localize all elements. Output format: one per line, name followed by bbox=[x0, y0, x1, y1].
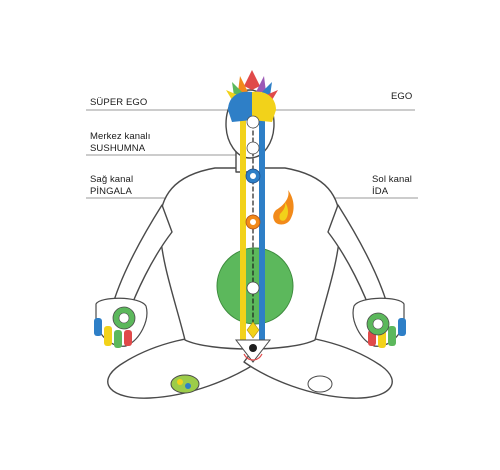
ego-label: EGO bbox=[391, 91, 413, 102]
void-center-chakra bbox=[246, 281, 260, 295]
left-foot bbox=[307, 375, 333, 393]
chakras bbox=[245, 115, 261, 339]
crown-petal-purple bbox=[256, 76, 266, 92]
flame-icon bbox=[273, 190, 294, 225]
sushumna-label-line2: SUSHUMNA bbox=[90, 143, 146, 154]
body-outline bbox=[107, 89, 393, 399]
right-hand-finger-blue bbox=[94, 318, 102, 336]
super-ego-label: SÜPER EGO bbox=[90, 97, 148, 108]
left-hand bbox=[352, 297, 406, 348]
left-hand-finger-blue bbox=[398, 318, 406, 336]
ida-label-line1: Sol kanal bbox=[372, 174, 412, 185]
right-hand-finger-red bbox=[124, 330, 132, 346]
sushumna-label-line1: Merkez kanalı bbox=[90, 131, 151, 142]
feet bbox=[170, 374, 333, 394]
right-hand bbox=[94, 297, 148, 348]
crown-petal-orange bbox=[238, 76, 248, 92]
ego-balloon bbox=[228, 91, 252, 122]
crown-petal-blue bbox=[260, 82, 272, 96]
right-hand-finger-yellow bbox=[104, 326, 112, 346]
crown-petal-green bbox=[232, 82, 244, 96]
vishuddhi-chakra bbox=[246, 141, 260, 155]
left-leg bbox=[107, 335, 259, 399]
super-ego-balloon bbox=[252, 91, 276, 122]
crown-petal-red bbox=[244, 70, 260, 90]
swadishthan-chakra bbox=[246, 321, 260, 339]
left-hand-finger-green bbox=[388, 326, 396, 346]
ida-label-line2: İDA bbox=[372, 186, 389, 197]
kundalini-point bbox=[249, 344, 257, 352]
mooladhara bbox=[234, 339, 272, 363]
crown-lotus bbox=[226, 70, 278, 100]
right-foot-dot-yellow bbox=[177, 379, 183, 385]
right-foot-dot-blue bbox=[185, 383, 191, 389]
pingala-label-line2: PİNGALA bbox=[90, 186, 132, 197]
pingala-label-line1: Sağ kanal bbox=[90, 174, 134, 185]
right-leg bbox=[243, 335, 393, 399]
agnya-chakra bbox=[246, 115, 260, 129]
right-foot bbox=[170, 374, 200, 394]
right-hand-finger-green bbox=[114, 330, 122, 348]
